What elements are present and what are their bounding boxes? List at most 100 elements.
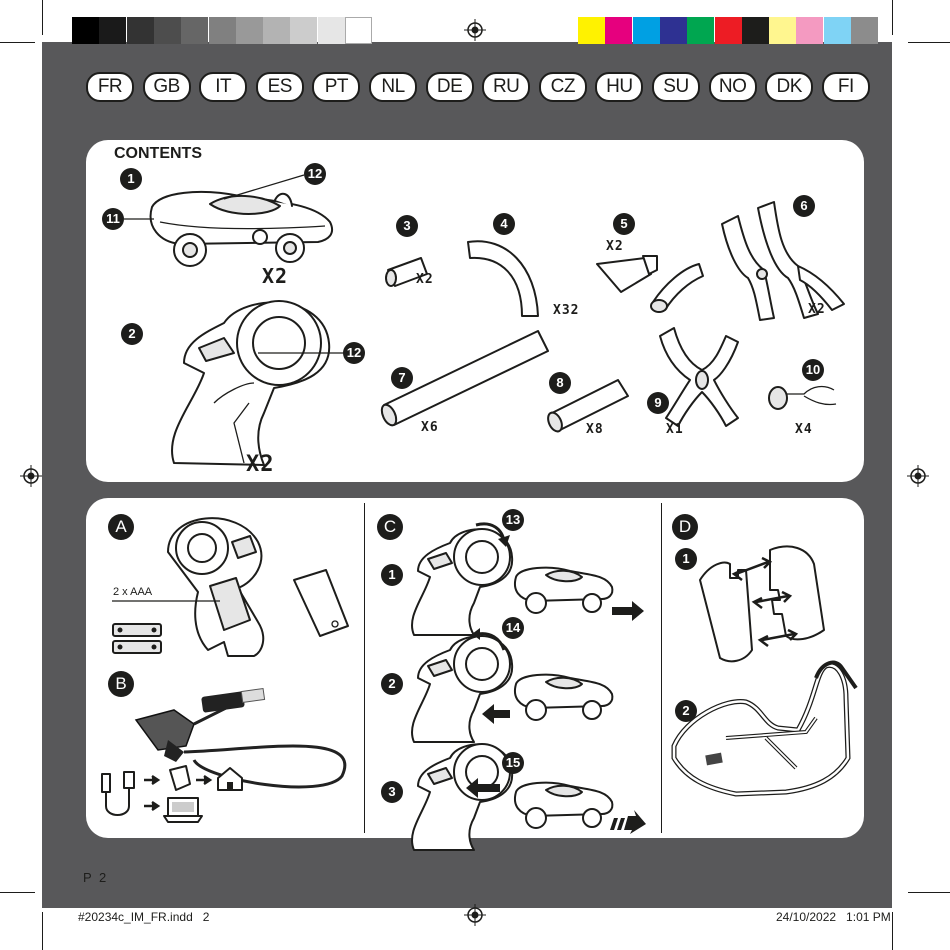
qty-item-9: X1 bbox=[666, 422, 684, 437]
color-swatch bbox=[741, 17, 769, 44]
usb-charging-cable-illustration bbox=[134, 687, 347, 789]
aaa-batteries-icon bbox=[112, 623, 162, 654]
color-swatch bbox=[714, 17, 742, 44]
registration-target-icon bbox=[907, 465, 929, 487]
callout-12: 12 bbox=[304, 163, 326, 185]
section-b-marker: B bbox=[108, 671, 134, 697]
section-a-marker: A bbox=[108, 514, 134, 540]
color-swatch bbox=[263, 17, 291, 44]
drive-step-illustration bbox=[411, 522, 644, 636]
charging-flow-diagram bbox=[101, 765, 243, 823]
language-nl[interactable]: NL bbox=[369, 72, 417, 102]
race-car-illustration bbox=[149, 191, 334, 267]
contents-title: CONTENTS bbox=[114, 145, 202, 162]
callout-11: 11 bbox=[102, 208, 124, 230]
qty-item-8: X8 bbox=[586, 422, 604, 437]
crop-mark bbox=[0, 892, 35, 893]
color-swatch bbox=[823, 17, 851, 44]
crop-mark bbox=[0, 42, 35, 43]
callout-13: 13 bbox=[502, 509, 524, 531]
column-divider bbox=[661, 503, 662, 833]
color-swatch bbox=[796, 17, 824, 44]
callout-2: 2 bbox=[121, 323, 143, 345]
callout-15: 15 bbox=[502, 752, 524, 774]
callout-10: 10 bbox=[802, 359, 824, 381]
crop-mark bbox=[908, 892, 950, 893]
drive-step-illustration bbox=[411, 743, 646, 851]
registration-target-icon bbox=[464, 19, 486, 41]
cross-junction-illustration bbox=[659, 327, 739, 427]
tube-assembly-illustration bbox=[699, 545, 825, 663]
step-c-1: 1 bbox=[381, 564, 403, 586]
color-swatch bbox=[769, 17, 797, 44]
leader-line bbox=[112, 600, 220, 602]
language-cz[interactable]: CZ bbox=[538, 72, 587, 102]
language-pt[interactable]: PT bbox=[312, 72, 361, 102]
color-swatch bbox=[317, 17, 345, 44]
language-ru[interactable]: RU bbox=[482, 72, 531, 102]
qty-item-4: X32 bbox=[553, 303, 580, 318]
drive-step-illustration bbox=[411, 628, 614, 743]
file-name: #20234c_IM_FR.indd 2 bbox=[78, 910, 210, 924]
language-no[interactable]: NO bbox=[708, 72, 757, 102]
crop-mark bbox=[908, 42, 950, 43]
color-swatch bbox=[153, 17, 181, 44]
language-de[interactable]: DE bbox=[425, 72, 474, 102]
color-swatch bbox=[208, 17, 236, 44]
callout-14: 14 bbox=[502, 617, 524, 639]
qty-item-10: X4 bbox=[795, 422, 813, 437]
crop-mark bbox=[892, 0, 893, 35]
language-fi[interactable]: FI bbox=[821, 72, 870, 102]
step-d-1: 1 bbox=[675, 548, 697, 570]
crop-mark bbox=[892, 912, 893, 950]
step-c-3: 3 bbox=[381, 781, 403, 803]
color-swatch bbox=[632, 17, 660, 44]
callout-3: 3 bbox=[396, 215, 418, 237]
color-swatch bbox=[345, 17, 372, 44]
registration-target-icon bbox=[20, 465, 42, 487]
language-gb[interactable]: GB bbox=[142, 72, 191, 102]
color-swatch bbox=[126, 17, 154, 44]
callout-1: 1 bbox=[120, 168, 142, 190]
language-it[interactable]: IT bbox=[199, 72, 248, 102]
short-tube-illustration bbox=[547, 379, 629, 433]
step-d-2: 2 bbox=[675, 700, 697, 722]
leader-lines bbox=[124, 174, 305, 220]
language-su[interactable]: SU bbox=[652, 72, 700, 102]
qty-controller: X2 bbox=[246, 452, 275, 477]
color-swatch bbox=[181, 17, 209, 44]
battery-label: 2 x AAA bbox=[113, 586, 153, 598]
qty-item-3: X2 bbox=[416, 272, 434, 287]
qty-item-5: X2 bbox=[606, 239, 624, 254]
column-divider bbox=[364, 503, 365, 833]
color-swatch bbox=[99, 17, 127, 44]
page-number: P 2 bbox=[83, 870, 109, 885]
crop-mark bbox=[42, 912, 43, 950]
registration-target-icon bbox=[464, 904, 486, 926]
crop-mark bbox=[42, 0, 43, 35]
qty-item-7: X6 bbox=[421, 420, 439, 435]
battery-cover-illustration bbox=[293, 569, 349, 637]
callout-7: 7 bbox=[391, 367, 413, 389]
callout-4: 4 bbox=[493, 213, 515, 235]
language-fr[interactable]: FR bbox=[86, 72, 134, 102]
assembled-track-illustration bbox=[671, 660, 858, 797]
leader-line bbox=[258, 352, 344, 354]
color-swatch bbox=[851, 17, 878, 44]
step-c-2: 2 bbox=[381, 673, 403, 695]
print-date: 24/10/2022 1:01 PM bbox=[776, 910, 891, 924]
color-swatch bbox=[290, 17, 318, 44]
callout-5: 5 bbox=[613, 213, 635, 235]
connector-illustration bbox=[385, 257, 428, 287]
remote-controller-illustration bbox=[171, 300, 331, 466]
qty-car: X2 bbox=[262, 264, 289, 288]
y-junction-illustration bbox=[721, 201, 845, 321]
callout-12-controller: 12 bbox=[343, 342, 365, 364]
support-clip-illustration bbox=[768, 385, 837, 410]
language-hu[interactable]: HU bbox=[595, 72, 644, 102]
section-c-marker: C bbox=[377, 514, 403, 540]
straight-track-illustration bbox=[380, 330, 549, 427]
language-es[interactable]: ES bbox=[255, 72, 304, 102]
language-dk[interactable]: DK bbox=[765, 72, 814, 102]
color-swatch bbox=[659, 17, 687, 44]
